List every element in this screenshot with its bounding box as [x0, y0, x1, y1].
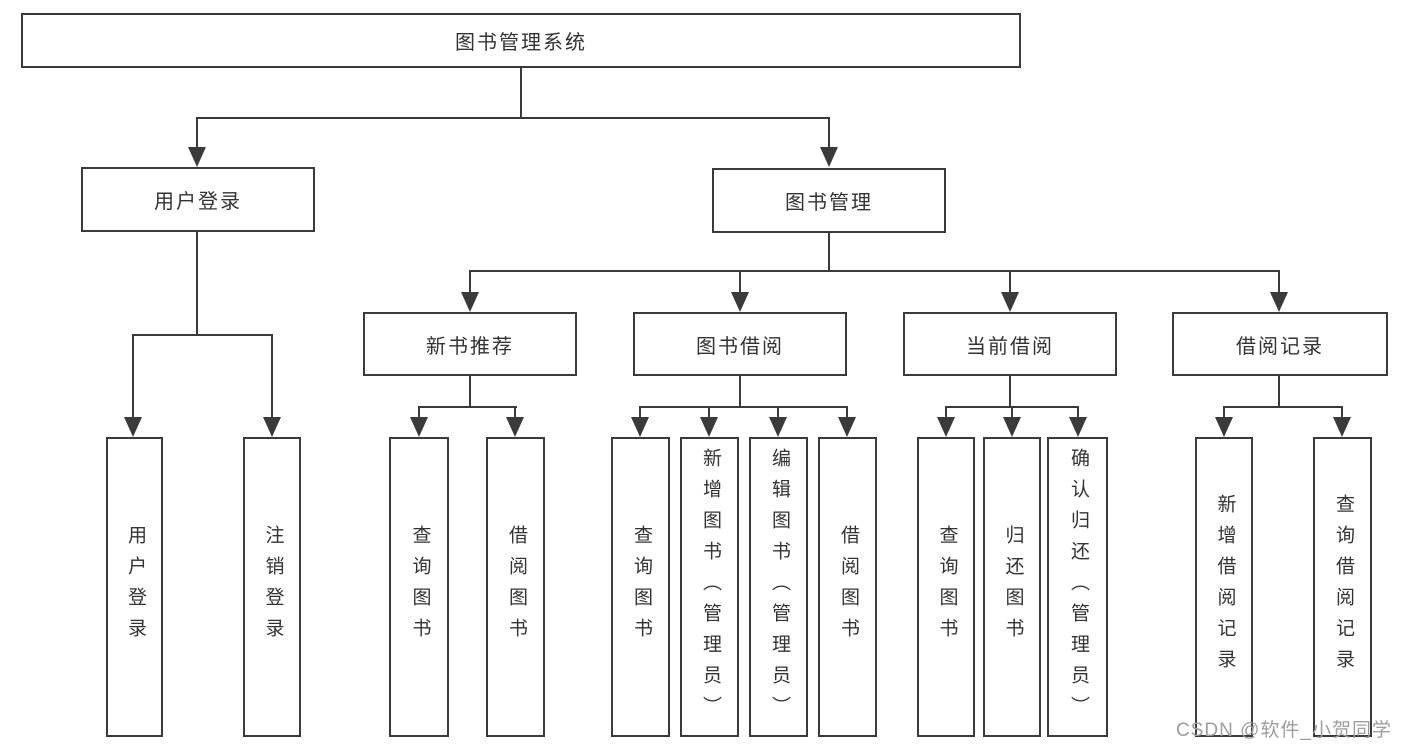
- arrowhead-down: [1215, 417, 1233, 437]
- leaf-borrow-books-recommend: 借阅图书: [486, 437, 545, 737]
- leaf-query-books-recommend: 查询图书: [389, 437, 449, 737]
- leaf-edit-books-admin: 编辑图书（管理员）: [749, 437, 808, 737]
- connector-line: [520, 68, 522, 118]
- connector-line: [739, 376, 741, 407]
- connector-line: [1278, 376, 1280, 407]
- node-label: 当前借阅: [966, 335, 1054, 358]
- arrowhead-down: [838, 417, 856, 437]
- connector-line: [196, 117, 830, 119]
- connector-line: [828, 117, 830, 149]
- connector-line: [1341, 406, 1343, 419]
- connector-line: [418, 406, 517, 408]
- node-borrow-records: 借阅记录: [1172, 312, 1388, 376]
- connector-line: [1011, 406, 1013, 419]
- leaf-add-books-admin: 新增图书（管理员）: [680, 437, 739, 737]
- leaf-label: 用户登录: [124, 525, 146, 649]
- arrowhead-down: [124, 417, 142, 437]
- connector-line: [708, 406, 710, 419]
- connector-line: [469, 376, 471, 407]
- leaf-label: 查询图书: [630, 525, 652, 649]
- node-book-management: 图书管理: [712, 168, 946, 233]
- connector-line: [777, 406, 779, 419]
- connector-line: [846, 406, 848, 419]
- leaf-label: 新增借阅记录: [1214, 494, 1236, 680]
- connector-line: [739, 270, 741, 294]
- connector-line: [639, 406, 848, 408]
- leaf-label: 查询图书: [936, 525, 958, 649]
- leaf-label: 查询图书: [409, 525, 431, 649]
- leaf-label: 确认归还（管理员）: [1067, 447, 1089, 727]
- arrowhead-down: [631, 417, 649, 437]
- node-new-book-recommend: 新书推荐: [363, 312, 577, 376]
- connector-line: [469, 270, 471, 294]
- arrowhead-down: [769, 417, 787, 437]
- arrowhead-down: [1270, 292, 1288, 312]
- connector-line: [196, 232, 198, 336]
- connector-line: [196, 117, 198, 149]
- leaf-query-borrow-record: 查询借阅记录: [1313, 437, 1372, 737]
- leaf-user-login: 用户登录: [106, 437, 163, 737]
- leaf-query-books-borrow: 查询图书: [611, 437, 670, 737]
- connector-line: [469, 270, 1280, 272]
- connector-line: [514, 406, 516, 419]
- connector-line: [945, 406, 947, 419]
- connector-line: [828, 233, 830, 272]
- leaf-label: 注销登录: [262, 525, 284, 649]
- node-root-system: 图书管理系统: [21, 13, 1021, 68]
- node-user-login: 用户登录: [81, 167, 315, 232]
- leaf-add-borrow-record: 新增借阅记录: [1195, 437, 1253, 737]
- arrowhead-down: [188, 147, 206, 167]
- node-book-borrow: 图书借阅: [633, 312, 847, 376]
- leaf-label: 查询借阅记录: [1332, 494, 1354, 680]
- arrowhead-down: [700, 417, 718, 437]
- connector-line: [1077, 406, 1079, 419]
- node-label: 用户登录: [154, 191, 242, 213]
- connector-line: [1223, 406, 1225, 419]
- connector-line: [1009, 376, 1011, 407]
- arrowhead-down: [410, 417, 428, 437]
- connector-line: [1009, 270, 1011, 294]
- leaf-query-books-current: 查询图书: [917, 437, 975, 737]
- leaf-logout: 注销登录: [243, 437, 301, 737]
- leaf-return-books: 归还图书: [983, 437, 1041, 737]
- arrowhead-down: [263, 417, 281, 437]
- node-label: 新书推荐: [426, 335, 514, 358]
- leaf-label: 新增图书（管理员）: [699, 447, 721, 727]
- arrowhead-down: [820, 147, 838, 167]
- leaf-borrow-books: 借阅图书: [818, 437, 877, 737]
- node-root-label: 图书管理系统: [455, 32, 587, 54]
- connector-line: [132, 334, 273, 336]
- connector-line: [639, 406, 641, 419]
- leaf-label: 归还图书: [1002, 525, 1024, 649]
- node-label: 图书管理: [785, 192, 873, 214]
- arrowhead-down: [1001, 292, 1019, 312]
- connector-line: [1223, 406, 1342, 408]
- connector-line: [271, 334, 273, 419]
- arrowhead-down: [1069, 417, 1087, 437]
- watermark-text: CSDN @软件_小贺同学: [1176, 720, 1392, 741]
- arrowhead-down: [1333, 417, 1351, 437]
- leaf-label: 借阅图书: [505, 525, 527, 649]
- arrowhead-down: [461, 292, 479, 312]
- leaf-label: 编辑图书（管理员）: [768, 447, 790, 727]
- arrowhead-down: [731, 292, 749, 312]
- leaf-label: 借阅图书: [837, 525, 859, 649]
- node-label: 图书借阅: [696, 335, 784, 358]
- node-label: 借阅记录: [1236, 335, 1324, 358]
- connector-line: [418, 406, 420, 419]
- connector-line: [132, 334, 134, 419]
- node-current-borrow: 当前借阅: [903, 312, 1117, 376]
- leaf-confirm-return-admin: 确认归还（管理员）: [1047, 437, 1108, 737]
- arrowhead-down: [937, 417, 955, 437]
- connector-line: [1278, 270, 1280, 294]
- arrowhead-down: [1003, 417, 1021, 437]
- arrowhead-down: [506, 417, 524, 437]
